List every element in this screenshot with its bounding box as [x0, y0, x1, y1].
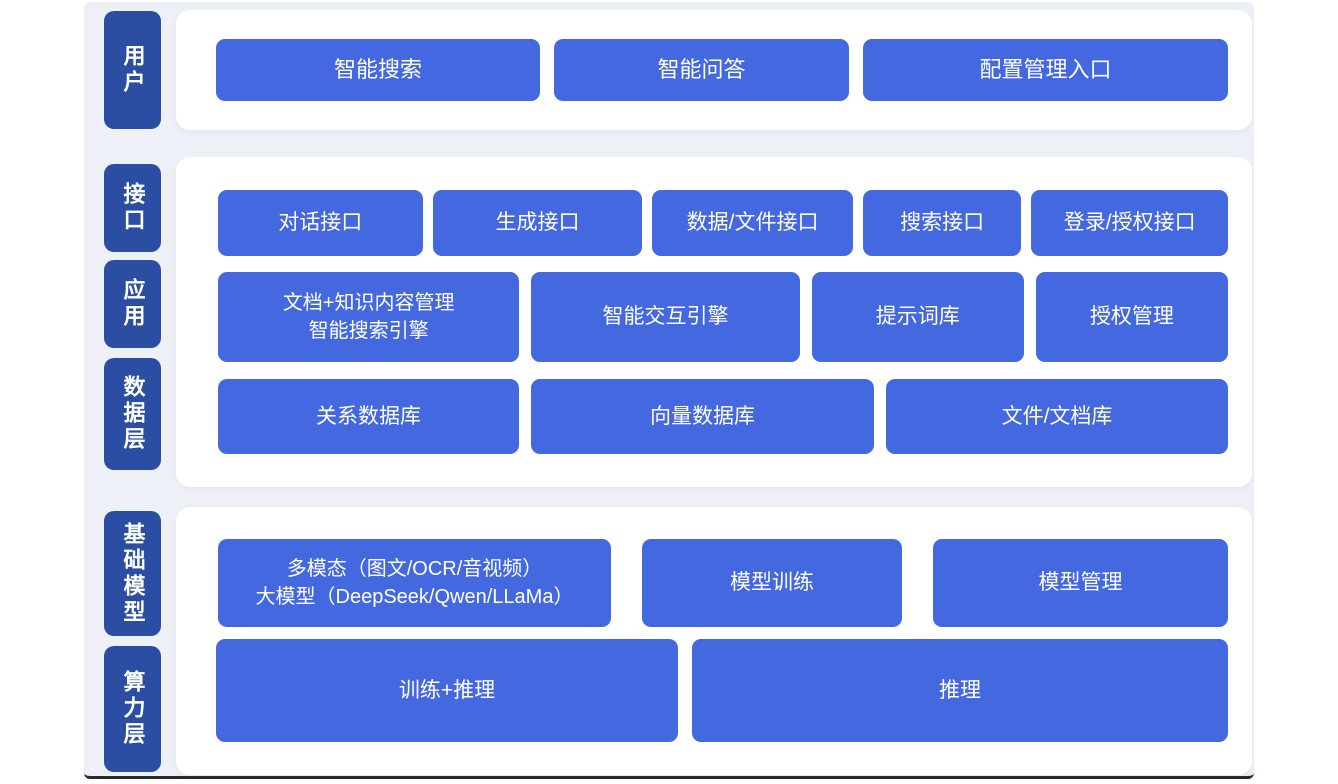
layer-tab-application: 应用 [104, 260, 161, 348]
block-multimodal-llm: 多模态（图文/OCR/音视频） 大模型（DeepSeek/Qwen/LLaMa） [218, 539, 611, 627]
block-smart-qa: 智能问答 [554, 39, 850, 101]
block-search-api: 搜索接口 [862, 190, 1022, 256]
layer-tab-data-layer: 数据层 [104, 358, 161, 470]
block-vector-db: 向量数据库 [531, 379, 874, 454]
block-doc-knowledge-management: 文档+知识内容管理 智能搜索引擎 [218, 272, 520, 362]
layer-tab-interface: 接口 [104, 164, 161, 252]
block-model-management: 模型管理 [933, 539, 1228, 627]
row-compute: 训练+推理 推理 [176, 639, 1252, 742]
layer-tab-foundation-model: 基础模型 [104, 511, 161, 636]
block-training-inference: 训练+推理 [216, 639, 678, 742]
layer-tab-compute-layer: 算力层 [104, 646, 161, 772]
block-data-file-api: 数据/文件接口 [652, 190, 853, 256]
row-applications: 文档+知识内容管理 智能搜索引擎 智能交互引擎 提示词库 授权管理 [176, 272, 1252, 362]
row-interfaces: 对话接口 生成接口 数据/文件接口 搜索接口 登录/授权接口 [176, 190, 1252, 256]
block-doc-knowledge-line2: 智能搜索引擎 [308, 320, 429, 342]
block-multimodal-line2: 大模型（DeepSeek/Qwen/LLaMa） [255, 586, 574, 608]
block-smart-search: 智能搜索 [216, 39, 541, 101]
block-inference: 推理 [692, 639, 1228, 742]
panel-middle-layers: 对话接口 生成接口 数据/文件接口 搜索接口 登录/授权接口 文档+知识内容管理… [176, 157, 1252, 487]
row-data-stores: 关系数据库 向量数据库 文件/文档库 [176, 379, 1252, 454]
block-relational-db: 关系数据库 [218, 379, 519, 454]
architecture-diagram-board: 用户 接口 应用 数据层 基础模型 算力层 智能搜索 智能问答 配置管理入口 对… [84, 2, 1254, 779]
block-generation-api: 生成接口 [432, 190, 643, 256]
block-prompt-library: 提示词库 [811, 272, 1024, 362]
block-dialog-api: 对话接口 [218, 190, 423, 256]
row-user-entries: 智能搜索 智能问答 配置管理入口 [176, 39, 1252, 101]
layer-tab-user: 用户 [104, 11, 161, 129]
block-multimodal-line1: 多模态（图文/OCR/音视频） [286, 558, 543, 580]
block-config-management-entry: 配置管理入口 [863, 39, 1228, 101]
block-interaction-engine: 智能交互引擎 [531, 272, 800, 362]
panel-bottom-layers: 多模态（图文/OCR/音视频） 大模型（DeepSeek/Qwen/LLaMa）… [176, 507, 1252, 775]
block-model-training: 模型训练 [642, 539, 902, 627]
block-doc-knowledge-line1: 文档+知识内容管理 [282, 292, 455, 314]
block-file-doc-store: 文件/文档库 [886, 379, 1228, 454]
panel-user-layer: 智能搜索 智能问答 配置管理入口 [176, 10, 1252, 130]
block-auth-management: 授权管理 [1035, 272, 1229, 362]
block-login-auth-api: 登录/授权接口 [1031, 190, 1228, 256]
row-foundation-models: 多模态（图文/OCR/音视频） 大模型（DeepSeek/Qwen/LLaMa）… [176, 539, 1252, 627]
